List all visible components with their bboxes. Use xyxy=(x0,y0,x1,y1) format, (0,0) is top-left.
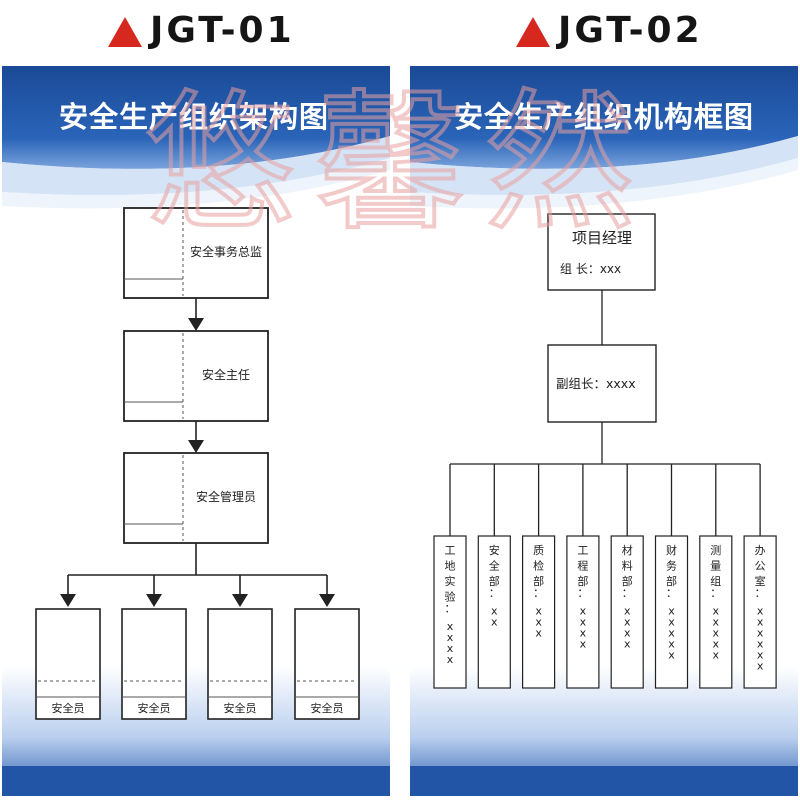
staff-box: 安全员 xyxy=(207,608,273,720)
staff-label: 安全员 xyxy=(52,701,85,715)
board-code-label: JGT-02 xyxy=(558,9,703,51)
board-safety-org-structure: 安全生产组织架构图 安全事务总监安全主任安全管理员 安全员 安全员 安全员 安全员 xyxy=(2,66,390,796)
staff-box-frame xyxy=(121,608,187,720)
department-colon: ： xyxy=(489,587,500,600)
org-level-box: 安全主任 xyxy=(123,330,269,422)
board-title: 安全生产组织架构图 xyxy=(58,100,329,134)
department-box-frame xyxy=(566,535,600,689)
department-box-frame xyxy=(743,535,777,689)
department-box-frame xyxy=(699,535,733,689)
org-box-frame xyxy=(123,330,269,422)
department-name: 测量组 xyxy=(710,544,721,588)
arrow-down-icon xyxy=(60,594,76,607)
department-box-frame xyxy=(521,535,556,689)
org-level-box: 安全事务总监 xyxy=(123,207,269,299)
department-box-frame xyxy=(654,535,689,689)
arrow-down-icon xyxy=(319,594,335,607)
department-name: 质检部 xyxy=(533,544,544,588)
arrow-down-icon xyxy=(188,318,204,331)
arrow-down-icon xyxy=(232,594,248,607)
staff-box-frame xyxy=(207,608,273,720)
department-colon: ： xyxy=(533,587,544,600)
department-box-frame xyxy=(610,535,644,689)
board-header-banner xyxy=(2,66,390,209)
org-box-frame xyxy=(123,452,269,544)
board-code-label: JGT-01 xyxy=(150,9,295,51)
department-colon: ： xyxy=(622,587,633,600)
staff-box-frame xyxy=(35,608,101,720)
board-footer-banner xyxy=(410,666,798,796)
manager-box-frame xyxy=(547,213,656,291)
red-triangle-icon xyxy=(108,17,142,47)
department-colon: ： xyxy=(710,587,721,600)
board-header-banner xyxy=(410,66,798,209)
staff-label: 安全员 xyxy=(224,701,257,715)
org-level-label: 安全管理员 xyxy=(196,489,256,504)
department-name: 工程部 xyxy=(577,544,588,588)
org-level-box: 安全管理员 xyxy=(123,452,269,544)
board-code-jgt-01: JGT-01 xyxy=(108,8,295,52)
department-box-frame xyxy=(433,535,467,689)
staff-box-frame xyxy=(294,608,360,720)
board-title: 安全生产组织机构框图 xyxy=(453,100,754,134)
arrow-down-icon xyxy=(146,594,162,607)
department-colon: ： xyxy=(445,602,456,615)
department-name: 材料部 xyxy=(622,543,633,588)
deputy-box-frame xyxy=(547,344,657,423)
manager-subtitle: 组 长：xxx xyxy=(560,262,621,276)
department-name: 工地实验 xyxy=(445,544,456,604)
deputy-box: 副组长：xxxx xyxy=(547,344,657,423)
staff-label: 安全员 xyxy=(311,701,344,715)
staff-box: 安全员 xyxy=(294,608,360,720)
red-triangle-icon xyxy=(516,17,550,47)
org-box-frame xyxy=(123,207,269,299)
department-colon: ： xyxy=(577,587,588,600)
manager-title: 项目经理 xyxy=(572,229,632,247)
department-box-frame xyxy=(477,535,511,689)
department-colon: ： xyxy=(755,587,766,600)
staff-label: 安全员 xyxy=(138,701,171,715)
board-code-jgt-02: JGT-02 xyxy=(516,8,703,52)
staff-box: 安全员 xyxy=(121,608,187,720)
arrow-down-icon xyxy=(188,440,204,453)
org-level-label: 安全主任 xyxy=(202,367,250,382)
org-level-label: 安全事务总监 xyxy=(190,244,262,259)
deputy-label: 副组长：xxxx xyxy=(556,376,636,391)
staff-box: 安全员 xyxy=(35,608,101,720)
department-name: 财务部 xyxy=(666,543,677,588)
department-name: 办公室 xyxy=(755,544,766,588)
department-name: 安全部 xyxy=(489,543,500,588)
department-colon: ： xyxy=(666,587,677,600)
